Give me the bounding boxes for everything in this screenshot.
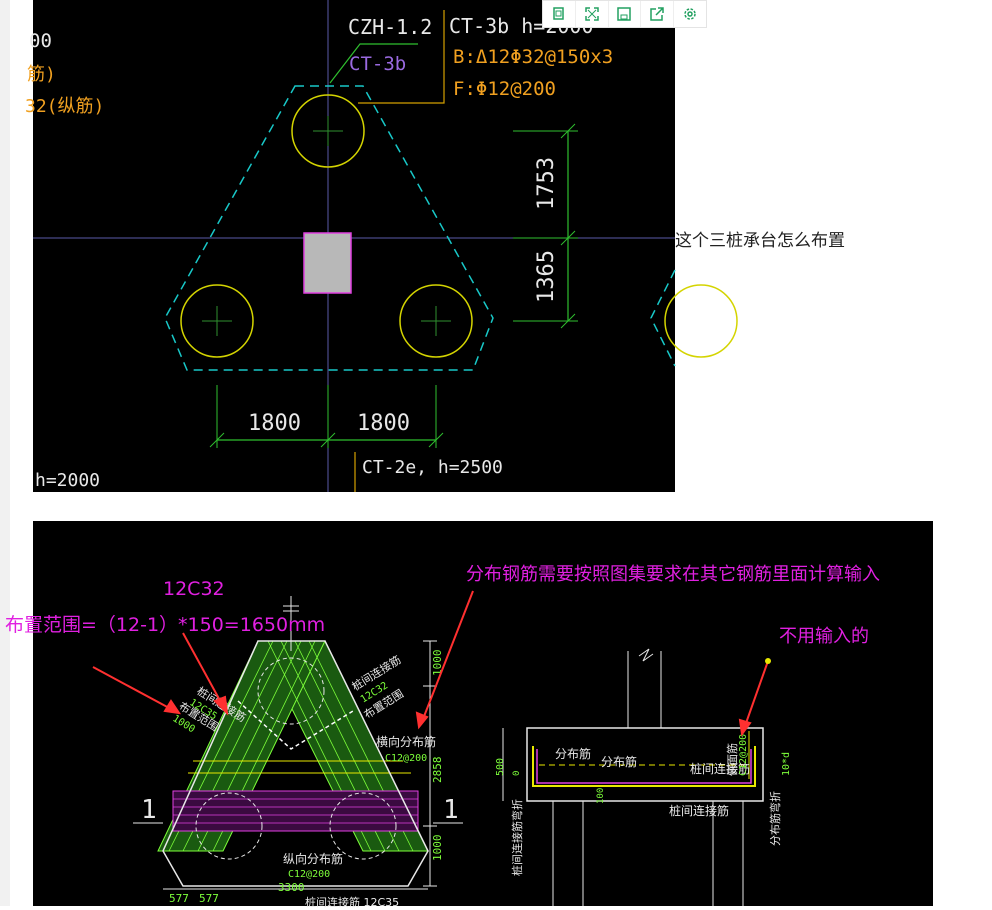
dim-bottom-label: 1365	[534, 250, 559, 303]
sec-10d: 10*d	[781, 752, 792, 776]
cap-outline	[164, 85, 494, 371]
spec-f: F:Φ12@200	[453, 78, 556, 100]
adjacent-cap-outline	[650, 269, 676, 367]
dim-3300: 3300	[278, 881, 305, 894]
cad-drawing-three-pile-cap: CZH-1.2 CT-3b CT-3b h=2000 B:Δ12Φ32@150x…	[25, 0, 738, 492]
pile-left	[180, 284, 254, 358]
pile-top-2	[257, 657, 325, 725]
section-conn-bar	[536, 749, 752, 784]
cad-drawing-svg: CZH-1.2 CT-3b CT-3b h=2000 B:Δ12Φ32@150x…	[25, 0, 738, 492]
pile-right-2	[329, 792, 397, 860]
sec-100: 100	[596, 788, 606, 804]
annotation-distribution: 分布钢筋需要按照图集要求在其它钢筋里面计算输入	[466, 564, 880, 585]
rebar-band-horizontal	[172, 790, 419, 832]
pile-right	[399, 284, 473, 358]
cap-sub-label: CT-3b	[349, 53, 406, 75]
lbl-horiz-spec: C12@200	[385, 753, 427, 764]
copy-icon[interactable]	[543, 1, 576, 27]
fullscreen-icon[interactable]	[576, 1, 609, 27]
sec-side-spec: C12@200	[738, 734, 749, 776]
sec-bend-right: 分布筋弯折	[768, 791, 782, 846]
left-text-2: 筋)	[27, 64, 56, 85]
lbl-vert-spec: C12@200	[288, 869, 330, 880]
spec-leader	[358, 10, 445, 104]
sec-bend-left: 桩间连接筋弯折	[510, 799, 524, 876]
dim-577a: 577	[169, 892, 189, 905]
dim-right-label: 1800	[357, 411, 410, 436]
annotation-range: 布置范围=（12-1）*150=1650mm	[5, 614, 325, 636]
marker-dot	[765, 658, 771, 664]
sec-conn: 桩间连接筋	[690, 761, 750, 776]
page-left-gutter	[0, 0, 10, 906]
lbl-vert: 纵向分布筋	[283, 851, 343, 866]
lbl-horiz: 横向分布筋	[376, 734, 436, 749]
sec-side: 侧面筋	[725, 743, 739, 776]
rebar-drawing-svg: 1 1 1000 2858 1000 3300 577 577 桩间连接筋 12…	[5, 564, 880, 909]
save-icon[interactable]	[609, 1, 642, 27]
cad-drawing-rebar-layout: 1 1 1000 2858 1000 3300 577 577 桩间连接筋 12…	[5, 521, 933, 909]
sec-0: 0	[512, 771, 522, 776]
spec-b: B:Δ12Φ32@150x3	[453, 46, 613, 68]
dim-577b: 577	[199, 892, 219, 905]
dim-top-label: 1753	[534, 157, 559, 210]
sec-conn2: 桩间连接筋	[669, 803, 729, 818]
column	[303, 232, 352, 294]
dim-2858: 2858	[431, 757, 444, 784]
annotation-no-input: 不用输入的	[779, 626, 869, 647]
annotation-12c32: 12C32	[163, 578, 225, 600]
cap-label: CZH-1.2	[348, 15, 432, 39]
dim-1000-top: 1000	[431, 650, 444, 677]
settings-icon[interactable]	[674, 1, 706, 27]
label-leader	[329, 43, 418, 84]
h-left-label: h=2000	[35, 470, 100, 491]
bottom-label: 桩间连接筋 12C35	[305, 895, 399, 909]
image-toolbar	[542, 0, 707, 28]
ct2e-label: CT-2e, h=2500	[362, 457, 503, 478]
section-mark-left: 1	[141, 795, 157, 825]
dim-1000-bot: 1000	[431, 835, 444, 862]
pile-left-2	[195, 792, 263, 860]
section-cap	[526, 727, 764, 802]
sec-500: 500	[495, 758, 506, 776]
cap-outline-2	[162, 640, 429, 887]
share-icon[interactable]	[641, 1, 675, 27]
adjacent-pile	[664, 284, 738, 358]
range-chevron	[237, 700, 354, 750]
question-text: 这个三桩承台怎么布置	[675, 231, 845, 251]
sec-dist1: 分布筋	[555, 746, 591, 761]
sec-dist2: 分布筋	[601, 754, 637, 769]
left-text-1: 00	[29, 30, 52, 52]
pile-top	[291, 94, 365, 168]
section-mark-right: 1	[443, 795, 459, 825]
section-dist-bar	[532, 746, 756, 787]
left-text-3: 32(纵筋)	[25, 96, 104, 117]
dim-left-label: 1800	[248, 411, 301, 436]
